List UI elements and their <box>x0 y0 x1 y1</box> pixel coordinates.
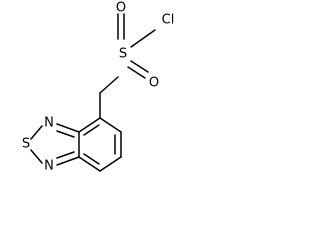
bond-n-bottom-c7a-double <box>56 151 75 159</box>
bond-c7-c7a-inner <box>83 153 100 165</box>
bond-n-bottom-c7a <box>56 156 80 166</box>
bond-s-cl <box>130 29 156 48</box>
thiadiazole-ring <box>30 123 80 166</box>
bond-c3a-c4-inner <box>83 124 100 136</box>
bond-c6-c7 <box>99 156 122 172</box>
sulfur-ring-label: S <box>22 137 30 152</box>
bond-c3a-c4 <box>78 117 101 133</box>
bond-s-o-bottom-a <box>130 60 149 73</box>
nitrogen-top-label: N <box>44 116 54 131</box>
sulfur-sulfonyl-label: S <box>119 47 127 62</box>
oxygen-bottom-label: O <box>149 76 159 91</box>
bond-c4-c5 <box>99 117 122 133</box>
bond-s-n-bottom <box>30 149 43 164</box>
bond-s-o-bottom-b <box>127 66 146 79</box>
chemical-structure-diagram: O S Cl O N S N <box>22 1 175 174</box>
bond-n-top-s <box>30 125 43 140</box>
chlorine-label: Cl <box>162 13 175 28</box>
nitrogen-bottom-label: N <box>44 159 54 174</box>
bond-c3a-n-top <box>56 123 80 133</box>
bond-ch2-s <box>99 76 119 94</box>
bond-c7-c7a <box>78 156 101 172</box>
benzene-ring <box>78 117 122 172</box>
oxygen-top-label: O <box>116 1 126 16</box>
bond-c3a-n-top-double <box>56 130 75 138</box>
sulfonyl-chloride-group <box>99 13 156 119</box>
